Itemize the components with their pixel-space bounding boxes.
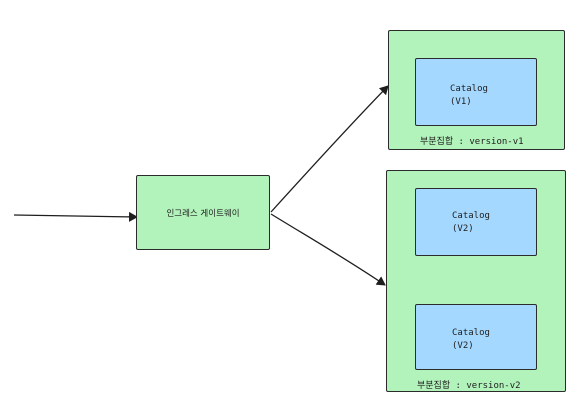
catalog-v2-node-1: Catalog (V2) <box>415 188 537 256</box>
catalog-v2-2-text: Catalog (V2) <box>452 327 490 353</box>
ingress-gateway-node: 인그레스 게이트웨이 <box>136 175 270 250</box>
catalog-v2-1-text: Catalog (V2) <box>452 210 490 236</box>
catalog-v1-text: Catalog (V1) <box>450 83 488 109</box>
incoming-arrow <box>13 211 138 222</box>
subset-v2-group: Catalog (V2) Catalog (V2) 부분집합 : version… <box>386 170 566 392</box>
arrow-to-v2 <box>270 213 386 286</box>
catalog-v1-name: Catalog <box>450 84 488 94</box>
catalog-v1-version: (V1) <box>450 97 472 107</box>
subset-v2-label: 부분집합 : version-v2 <box>417 381 521 391</box>
catalog-v2-node-2: Catalog (V2) <box>415 304 537 370</box>
catalog-v1-node: Catalog (V1) <box>415 58 537 126</box>
catalog-v2-1-name: Catalog <box>452 211 490 221</box>
ingress-gateway-label: 인그레스 게이트웨이 <box>166 208 240 219</box>
catalog-v2-1-version: (V2) <box>452 224 474 234</box>
subset-v1-label: 부분집합 : version-v1 <box>420 137 524 147</box>
arrow-to-v1 <box>270 85 389 213</box>
subset-v1-group: Catalog (V1) 부분집합 : version-v1 <box>388 30 565 150</box>
catalog-v2-2-name: Catalog <box>452 328 490 338</box>
catalog-v2-2-version: (V2) <box>452 341 474 351</box>
